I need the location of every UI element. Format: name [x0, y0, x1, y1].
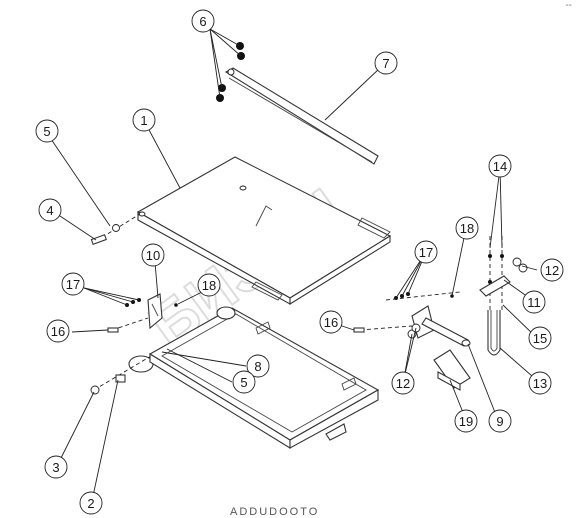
- svg-text:13: 13: [533, 376, 547, 391]
- part-shaft-right: [407, 305, 471, 347]
- callout-14: 14: [488, 154, 512, 178]
- callout-16-left: 16: [46, 319, 70, 343]
- callout-7: 7: [374, 51, 398, 75]
- callout-17-left: 17: [61, 272, 85, 296]
- callout-10: 9: [488, 409, 512, 433]
- part-u-bolt-right: [479, 236, 528, 356]
- svg-text:19: 19: [459, 414, 473, 429]
- svg-text:17: 17: [66, 277, 80, 292]
- callout-4: 4: [38, 198, 62, 222]
- callout-18-right: 18: [455, 216, 479, 240]
- svg-text:14: 14: [493, 159, 507, 174]
- callout-12-upper: 12: [540, 258, 564, 282]
- callout-15: 15: [528, 326, 552, 350]
- svg-text:17: 17: [419, 245, 433, 260]
- corner-mark: --: [565, 0, 572, 11]
- svg-text:5: 5: [43, 124, 50, 139]
- callout-2: 2: [79, 491, 103, 515]
- svg-text:9: 9: [496, 414, 503, 429]
- part-bolt-upper: [90, 213, 141, 245]
- svg-text:11: 11: [527, 295, 541, 310]
- callout-3: 3: [44, 455, 68, 479]
- callout-16-right: 16: [319, 310, 343, 334]
- callout-19: 19: [454, 409, 478, 433]
- callout-5-lower: 5: [232, 370, 256, 394]
- callout-9: 6: [191, 9, 215, 33]
- callout-13: 13: [528, 371, 552, 395]
- callout-12-lower: 12: [391, 371, 415, 395]
- callout-11: 11: [522, 290, 546, 314]
- svg-text:12: 12: [396, 376, 410, 391]
- svg-text:10: 10: [146, 248, 160, 263]
- part-bracket-left: [107, 293, 178, 333]
- callout-17-right: 17: [414, 240, 438, 264]
- callout-8: 10: [141, 243, 165, 267]
- svg-text:15: 15: [533, 331, 547, 346]
- svg-text:1: 1: [140, 113, 147, 128]
- part-fasteners-right: [353, 291, 461, 333]
- part-top-plate: [136, 156, 392, 305]
- svg-text:2: 2: [87, 496, 94, 511]
- part-bar-handle: [224, 67, 379, 165]
- svg-text:5: 5: [240, 375, 247, 390]
- svg-text:12: 12: [545, 263, 559, 278]
- svg-text:18: 18: [202, 278, 216, 293]
- svg-text:8: 8: [254, 359, 261, 374]
- callout-1: 1: [132, 108, 156, 132]
- svg-text:16: 16: [51, 324, 65, 339]
- drawing-caption: ADDUDOOTO: [230, 506, 320, 518]
- svg-text:4: 4: [46, 203, 53, 218]
- svg-text:16: 16: [324, 315, 338, 330]
- svg-text:18: 18: [460, 221, 474, 236]
- svg-text:3: 3: [52, 460, 59, 475]
- part-small-plate: [433, 349, 471, 391]
- callout-6: 8: [246, 354, 270, 378]
- svg-text:7: 7: [382, 56, 389, 71]
- callout-18-left: 18: [197, 273, 221, 297]
- svg-text:6: 6: [199, 14, 206, 29]
- callout-5-upper: 5: [35, 119, 59, 143]
